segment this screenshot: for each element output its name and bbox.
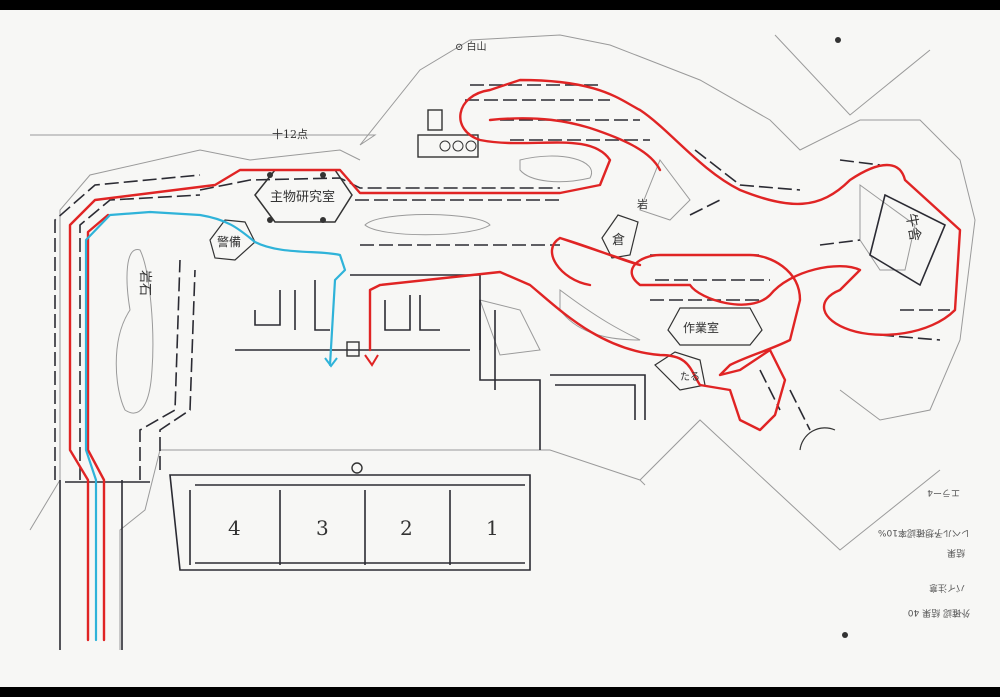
map-sheet: 主物研究室 警備 作業室 倉 牛舎 岩 岩石 たる 十12点 ⊙ 白山 4 3 … bbox=[0, 10, 1000, 687]
parking-slot-4: 4 bbox=[228, 516, 241, 540]
parking-slot-1: 1 bbox=[486, 516, 499, 540]
machine-box bbox=[417, 134, 479, 158]
side-note: レベル予想確認率10% bbox=[878, 527, 970, 539]
research-building-label: 主物研究室 bbox=[270, 189, 335, 205]
machine-head bbox=[427, 109, 443, 131]
fan-shape bbox=[799, 427, 836, 451]
wheel-icon bbox=[465, 140, 477, 152]
small-room bbox=[654, 351, 706, 391]
wheel-icon bbox=[439, 140, 451, 152]
side-note: 外確認 結果 40 bbox=[908, 607, 970, 619]
small-room-label: たる bbox=[680, 371, 700, 383]
side-note: エラー4 bbox=[927, 487, 960, 498]
walls bbox=[54, 84, 950, 650]
room-labels: 主物研究室 警備 作業室 倉 牛舎 岩 岩石 たる 十12点 ⊙ 白山 bbox=[137, 40, 923, 383]
site-plan-map: 主物研究室 警備 作業室 倉 牛舎 岩 岩石 たる 十12点 ⊙ 白山 4 3 … bbox=[29, 34, 976, 650]
west-rock-label: 岩石 bbox=[137, 270, 152, 296]
gate-icon bbox=[351, 462, 363, 474]
top-right-mark-label: ⊙ 白山 bbox=[455, 40, 487, 53]
arrow-icon bbox=[324, 357, 338, 368]
alternate-route bbox=[84, 210, 347, 642]
side-note: 結果 bbox=[947, 547, 965, 559]
parking-slot-labels: 4 3 2 1 bbox=[228, 516, 499, 540]
east-building-label: 牛舎 bbox=[902, 212, 923, 242]
arrow-icon bbox=[364, 354, 379, 367]
side-notes: エラー4 レベル予想確認率10% 結果 バイ注意 外確認 結果 40 bbox=[878, 487, 970, 619]
work-room bbox=[667, 307, 763, 346]
guard-room-label: 警備 bbox=[217, 234, 241, 249]
entrance-marker bbox=[346, 341, 360, 357]
pencil-outlines bbox=[29, 34, 976, 650]
primary-route bbox=[68, 78, 962, 642]
rock-label: 岩 bbox=[637, 197, 648, 211]
wheel-icon bbox=[452, 140, 464, 152]
rooms bbox=[209, 37, 848, 638]
parking-slot-3: 3 bbox=[316, 516, 329, 540]
route-marker-label: 十12点 bbox=[272, 127, 308, 141]
primary-route-segment bbox=[550, 236, 642, 287]
work-room-label: 作業室 bbox=[683, 320, 719, 335]
primary-route-segment bbox=[488, 117, 662, 172]
primary-route-inner bbox=[86, 213, 110, 642]
storage-label: 倉 bbox=[612, 233, 625, 248]
parking-slot-2: 2 bbox=[400, 516, 413, 540]
side-note: バイ注意 bbox=[929, 582, 965, 594]
